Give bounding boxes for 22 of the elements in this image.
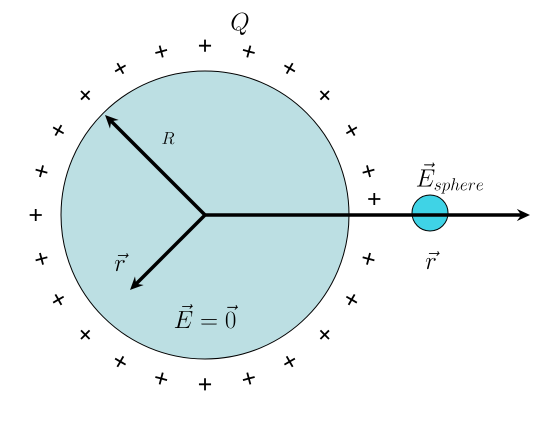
charge-sign: +	[52, 294, 64, 306]
charge-sign: +	[346, 294, 358, 306]
charge-sign: +	[320, 90, 330, 100]
charge-sign: +	[114, 356, 126, 368]
charge-sign: +	[320, 330, 330, 340]
field-formula: $\vec{E}_{sphere}$	[416, 162, 484, 194]
vector-label: $\vec{r}$	[114, 253, 129, 272]
test-charge	[412, 194, 448, 232]
charge-sign: +	[362, 165, 375, 178]
charge-label: $Q$	[232, 12, 248, 35]
charge-sign: +	[284, 356, 296, 368]
charge-sign: +	[114, 62, 126, 74]
charge-sign: +	[80, 90, 90, 100]
charge-sign: +	[368, 192, 380, 206]
field-formula: $\vec{E}=\vec{0}$	[174, 304, 238, 328]
charge-sign: +	[80, 330, 90, 340]
charge-sign: +	[52, 124, 64, 136]
charge-sign: +	[346, 124, 358, 136]
charge-sign: +	[362, 252, 375, 265]
vector-label: $\vec{r}$	[426, 251, 440, 270]
radius-label: $R$	[162, 132, 174, 144]
charge-sign: +	[284, 62, 296, 74]
